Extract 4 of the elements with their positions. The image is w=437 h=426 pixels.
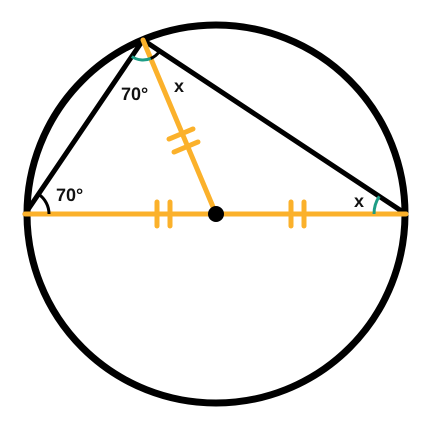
angle-label: 70°	[56, 186, 84, 204]
angle-label: 70°	[121, 85, 148, 103]
angle-variable: x	[174, 77, 184, 95]
angle-variable: x	[354, 192, 364, 210]
